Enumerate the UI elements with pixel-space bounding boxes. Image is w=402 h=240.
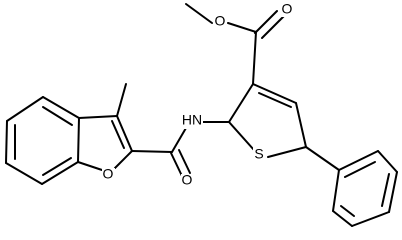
bond-c5-s	[267, 146, 307, 158]
bond-methyl-o	[185, 3, 213, 24]
bond-furan-c3-c3a	[78, 115, 118, 119]
atom-amide-o: O	[181, 172, 194, 188]
molecule-diagram: O O HN S O O	[5, 1, 398, 227]
thiophene-s-label: S	[254, 146, 263, 162]
bond-c6-c7	[5, 162, 43, 185]
bond-amide-c-o-b	[178, 149, 191, 174]
bond-ph-c3-c4-inner	[381, 173, 390, 207]
bond-ester-c-thiophene	[252, 31, 257, 85]
bond-o-ester-c	[227, 22, 257, 33]
bond-c4-c5	[295, 102, 307, 148]
atom-ester-carbonyl-o: O	[281, 1, 294, 17]
bond-ph-c2-c3	[377, 150, 398, 173]
atom-thiophene-s: S	[253, 146, 266, 163]
bond-c7-c7a-outer	[41, 161, 79, 185]
bond-amide-c-o-a	[170, 152, 183, 177]
ester-ether-o-label: O	[215, 13, 226, 29]
bond-ph-c3-c4-outer	[388, 171, 398, 213]
bond-ph-c5-c6-inner	[340, 205, 355, 217]
bond-ester-c-o-double-b	[261, 15, 285, 39]
atom-nh: HN	[181, 112, 203, 129]
bond-c3a-c4-outer	[42, 96, 80, 119]
bond-ph-c1-c2-outer	[338, 150, 379, 171]
bond-c5-c6-outer	[5, 120, 8, 164]
bond-c5-phenyl	[305, 146, 340, 171]
structure-canvas: O O HN S O O	[5, 1, 398, 227]
bond-amide-c-furan	[131, 150, 173, 153]
bond-o-furan-c2	[114, 150, 133, 169]
bond-methyl-c3	[116, 83, 127, 117]
bond-furan-c2-c3-inner	[111, 120, 125, 149]
bond-c7a-c3a	[77, 117, 80, 163]
bond-c2-c3	[228, 83, 254, 123]
bond-c7-c7a-inner	[42, 157, 72, 176]
ester-carbonyl-o-label: O	[282, 1, 293, 17]
amide-o-label: O	[182, 172, 193, 188]
atom-furan-o: O	[102, 166, 115, 182]
nh-label: HN	[182, 112, 202, 128]
bond-nh-amide-c	[171, 127, 187, 153]
bond-furan-c2-c3-outer	[116, 115, 133, 152]
bond-c3-c4-inner	[258, 92, 292, 108]
bond-c4-c5	[6, 96, 44, 122]
bond-c7a-o	[77, 161, 103, 171]
bond-ph-c5-c6-outer	[332, 210, 353, 227]
bond-s-c2	[228, 121, 255, 151]
bond-ester-c-o-double-a	[254, 10, 278, 34]
atom-ester-ether-o: O	[213, 13, 226, 29]
bond-ph-c4-c5	[351, 211, 390, 227]
bond-ph-c6-c1	[332, 169, 340, 212]
bond-c3a-c4-inner	[42, 106, 73, 126]
bond-ph-c1-c2-inner	[344, 161, 376, 178]
bond-c3-c4-outer	[252, 83, 297, 104]
furan-o-label: O	[103, 166, 114, 182]
